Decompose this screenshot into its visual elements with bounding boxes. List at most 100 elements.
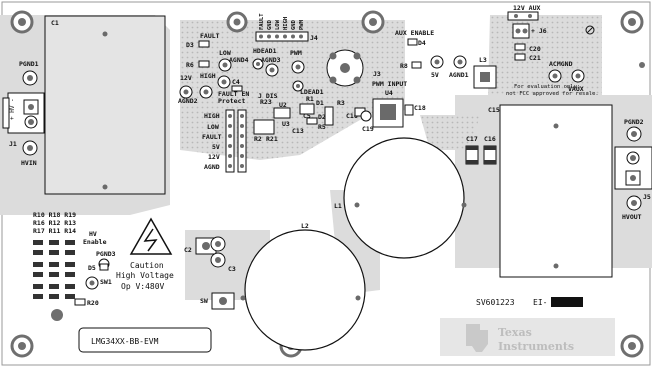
ei-redaction	[551, 297, 583, 307]
aux-enable-label: AUX ENABLE	[395, 29, 434, 37]
l3-label: L3	[479, 56, 487, 64]
resistor-array	[33, 240, 75, 299]
caution-line1: High Voltage	[116, 271, 174, 280]
c17-cap	[465, 145, 479, 165]
sw-label: SW	[200, 297, 208, 305]
j4-header	[255, 31, 309, 42]
hv-polarity-label: + HV -	[9, 98, 16, 120]
acmgnd-label: ACMGND	[549, 60, 573, 68]
sw1-label: SW1	[100, 278, 112, 286]
c3-label: C3	[228, 265, 236, 273]
hvout-label: HVOUT	[622, 213, 642, 221]
j3-label: J3	[373, 70, 381, 78]
j4-pin-gnd2: GND	[291, 19, 297, 30]
j4-pin-fault: FAULT	[259, 13, 265, 30]
r21-label: R21	[266, 135, 278, 143]
board-name: LMG34XX-BB-EVM	[91, 337, 159, 346]
c21-label: C21	[529, 54, 541, 62]
j1-label: J1	[9, 140, 17, 148]
c19-label: C19	[362, 125, 374, 133]
agnd1-testpoint	[453, 55, 467, 69]
high-pin-label: HIGH	[204, 112, 220, 120]
hvout-testpoint	[626, 195, 642, 211]
sw1-testpoint	[85, 276, 99, 290]
j5-pad-2	[625, 170, 641, 186]
5v-pin-label: 5V	[212, 143, 220, 151]
c5-label: C5	[303, 112, 311, 120]
d1-label: D1	[316, 99, 324, 107]
5v-tp-label: 5V	[431, 71, 439, 79]
j1-pad-2	[24, 115, 38, 129]
u2-label: U2	[279, 101, 287, 109]
mount-hole-tl	[10, 10, 34, 34]
c1-label: C1	[51, 19, 59, 27]
r5-label: R5	[318, 123, 326, 131]
r6-label: R6	[186, 61, 194, 69]
pwm-input-label: PWM INPUT	[372, 80, 407, 88]
r20-label: R20	[87, 299, 99, 307]
ti-logo-icon	[466, 324, 488, 352]
fault-led-label: FAULT	[200, 32, 220, 40]
hvin-testpoint	[22, 140, 38, 156]
d3-label: D3	[186, 41, 194, 49]
j3-connector	[326, 49, 364, 87]
eval-note-line1: For evaluation only;	[514, 84, 580, 90]
pwm-testpoint	[291, 60, 305, 74]
mount-hole-top-mid	[361, 10, 385, 34]
d2-label: D2	[318, 113, 326, 121]
caution-triangle	[129, 217, 173, 255]
r23-label: R23	[260, 98, 272, 106]
pin-header-column	[225, 109, 247, 173]
resistor-row-1: R10 R18 R19	[33, 211, 76, 219]
vaux-testpoint	[571, 69, 585, 83]
hdead1-label: HDEAD1	[253, 47, 277, 55]
mount-hole-right-mid	[639, 62, 645, 68]
j5-pad-1	[626, 151, 640, 165]
high-testpoint	[217, 75, 231, 89]
resistor-row-2: R16 R12 R13	[33, 219, 76, 227]
l1-label: L1	[334, 202, 342, 210]
low-testpoint	[218, 58, 232, 72]
j4-pin-high: HIGH	[283, 17, 289, 30]
caution-line2: Op V:480V	[121, 282, 165, 291]
c20-label: C20	[529, 45, 541, 53]
mount-hole-br	[620, 334, 644, 358]
hdead1-pot	[252, 58, 264, 70]
d5-label: D5	[88, 264, 96, 272]
c3-cap	[210, 236, 226, 268]
c17-label: C17	[466, 135, 478, 143]
c19-testpoint	[360, 110, 372, 122]
c10-label: C10	[346, 112, 358, 120]
l1-inductor	[343, 137, 465, 259]
acmgnd-testpoint	[548, 69, 562, 83]
agnd-pin-label: AGND	[204, 163, 220, 171]
l2-inductor	[244, 229, 366, 351]
high-tp-label: HIGH	[200, 72, 216, 80]
j4-pin-gnd: GND	[267, 19, 273, 30]
c16-cap	[483, 145, 497, 165]
low-pin-label: LOW	[207, 123, 219, 131]
j4-label: J4	[310, 34, 318, 42]
pgnd2-label: PGND2	[624, 118, 644, 126]
board-name-box	[78, 327, 212, 353]
ldead1-pot	[292, 80, 304, 92]
r3-label: R3	[337, 99, 345, 107]
sw-testpoint	[211, 292, 235, 310]
r1-label: R1	[306, 95, 314, 103]
5v-testpoint	[430, 55, 444, 69]
mount-hole-bl2	[51, 309, 63, 321]
serial-number: SV601223	[476, 298, 515, 307]
pgnd1-label: PGND1	[19, 60, 39, 68]
fault-protect-label: FAULT EN	[218, 90, 249, 98]
ti-brand-line1: Texas	[498, 326, 532, 339]
copper-pour-hatch	[420, 115, 480, 150]
r2-label: R2	[254, 135, 262, 143]
agnd3-label: AGND3	[261, 56, 281, 64]
c18-label: C18	[414, 104, 426, 112]
protect-label: Protect	[218, 97, 245, 105]
c1-outline	[44, 15, 166, 195]
lightning-icon	[143, 228, 158, 252]
12v-label: 12V	[180, 74, 192, 82]
hv-enable-line1: HV	[89, 230, 97, 238]
agnd2-testpoint	[199, 85, 213, 99]
